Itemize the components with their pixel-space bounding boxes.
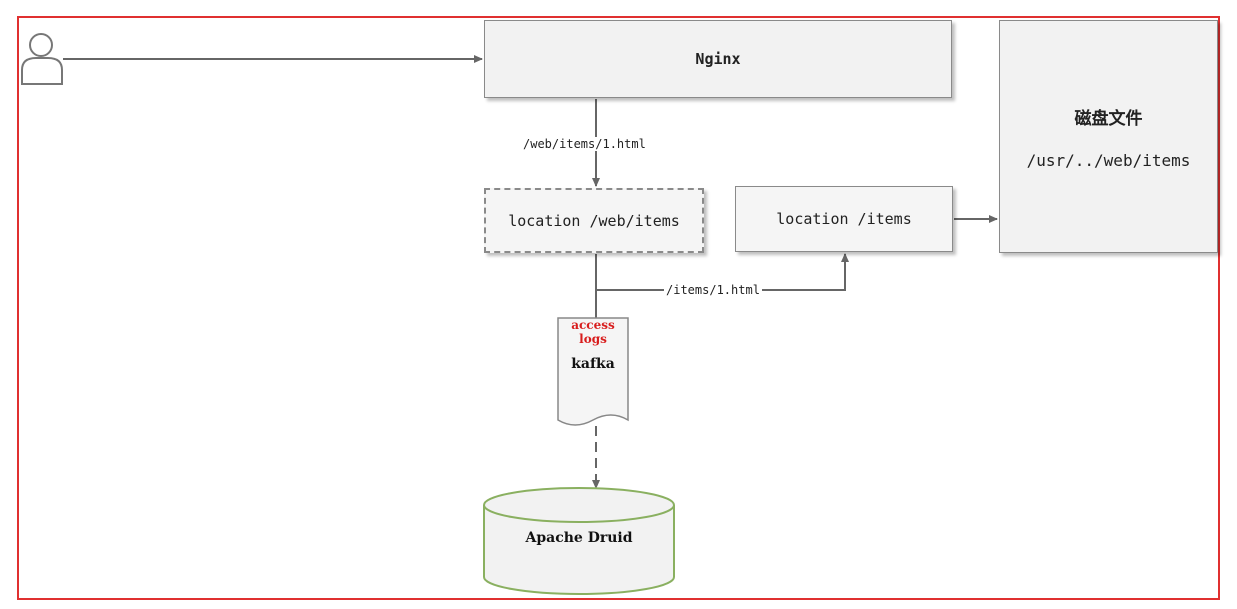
edge-label-items: /items/1.html	[664, 283, 762, 297]
location-web-items-label: location /web/items	[508, 211, 680, 230]
kafka-tag-line2: logs	[579, 332, 607, 346]
disk-title: 磁盘文件	[1074, 108, 1143, 129]
location-items-box: location /items	[735, 186, 953, 252]
kafka-label-group: access logs kafka	[558, 318, 628, 372]
disk-path: /usr/../web/items	[1026, 150, 1191, 170]
kafka-tag-line1: access	[571, 318, 615, 332]
disk-files-box: 磁盘文件 /usr/../web/items	[999, 20, 1218, 253]
location-web-items-box: location /web/items	[484, 188, 704, 253]
diagram-frame	[17, 16, 1220, 600]
kafka-document-shape	[557, 317, 629, 426]
nginx-box: Nginx	[484, 20, 952, 98]
druid-label: Apache Druid	[525, 530, 633, 546]
kafka-label: kafka	[571, 356, 615, 372]
location-items-label: location /items	[776, 210, 912, 228]
user-icon	[21, 33, 63, 85]
edge-label-web-items: /web/items/1.html	[523, 137, 646, 151]
nginx-label: Nginx	[695, 50, 741, 68]
druid-cylinder	[483, 487, 675, 595]
